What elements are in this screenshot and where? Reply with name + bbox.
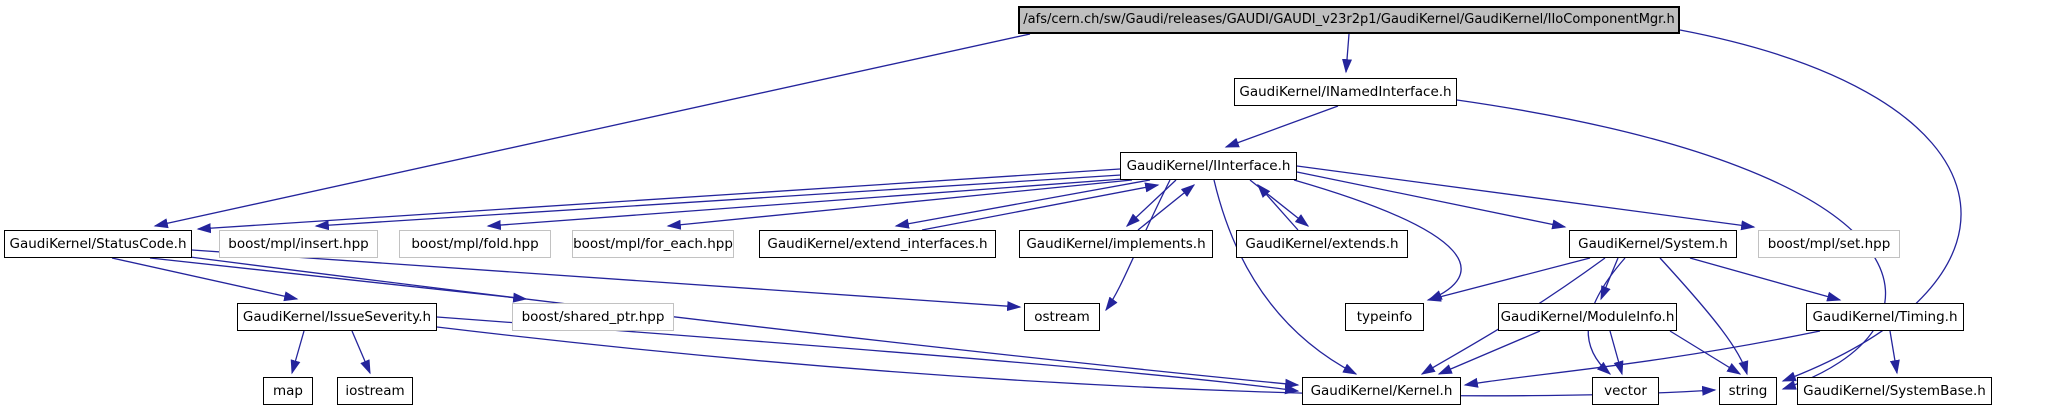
node-map[interactable]: map [263,377,313,405]
node-typeinfo[interactable]: typeinfo [1345,303,1424,331]
node-issueseverity[interactable]: GaudiKernel/IssueSeverity.h [237,303,437,331]
node-inamedinterface[interactable]: GaudiKernel/INamedInterface.h [1234,78,1457,106]
edge-implements-iinterface [1137,184,1196,231]
edge-iinterface-extends [1249,179,1310,227]
node-vector[interactable]: vector [1592,377,1659,405]
edge-extends-iinterface [1257,183,1299,231]
edge-system-typeinfo [1426,257,1591,302]
node-string[interactable]: string [1719,377,1777,405]
node-iostream[interactable]: iostream [337,377,413,405]
edge-system-kernel [1420,257,1606,375]
node-extend_interfaces[interactable]: GaudiKernel/extend_interfaces.h [759,230,996,258]
edge-inamedinterface-iinterface [1224,105,1339,148]
edge-iinterface-system [1296,171,1567,230]
edge-statuscode-issueseverity [111,257,299,302]
edge-main-string [1679,29,1962,382]
edge-iinterface-kernel [1213,179,1358,375]
node-kernel[interactable]: GaudiKernel/Kernel.h [1302,377,1461,405]
edge-extend_interfaces-iinterface [921,182,1160,231]
edge-iinterface-mpl_fold [486,178,1124,231]
edge-iinterface-mpl_for_each [666,179,1133,230]
edge-iinterface-mpl_insert [314,174,1122,231]
edge-timing-systembase [1889,330,1900,375]
edge-main-statuscode [153,33,1031,229]
edge-issueseverity-map [290,330,305,375]
node-mpl_fold[interactable]: boost/mpl/fold.hpp [399,230,551,258]
edge-statuscode-kernel [189,256,1300,389]
node-implements[interactable]: GaudiKernel/implements.h [1019,230,1213,258]
edge-system-string [1659,257,1749,376]
node-ostream[interactable]: ostream [1024,303,1100,331]
edge-iinterface-ostream [1105,179,1171,312]
edge-issueseverity-iostream [351,330,371,375]
edge-issueseverity-string [436,326,1717,397]
edge-iinterface-extend_interfaces [894,179,1151,229]
node-mpl_set[interactable]: boost/mpl/set.hpp [1758,230,1900,258]
edge-moduleinfo-kernel [1437,330,1541,375]
edge-statuscode-shared_ptr [149,257,528,303]
edge-iinterface-statuscode [196,168,1121,234]
node-moduleinfo[interactable]: GaudiKernel/ModuleInfo.h [1498,303,1677,331]
edge-iinterface-mpl_set [1296,165,1756,231]
edge-timing-kernel [1463,330,1821,388]
edge-system-timing [1689,257,1842,302]
node-shared_ptr[interactable]: boost/shared_ptr.hpp [512,303,674,331]
node-systembase[interactable]: GaudiKernel/SystemBase.h [1797,377,1992,405]
edge-statuscode-ostream [191,249,1022,312]
node-system[interactable]: GaudiKernel/System.h [1569,230,1737,258]
node-main: /afs/cern.ch/sw/Gaudi/releases/GAUDI/GAU… [1018,6,1680,34]
edge-iinterface-typeinfo [1293,179,1462,301]
edge-main-inamedinterface [1342,33,1353,74]
edge-moduleinfo-vector [1609,330,1624,376]
node-mpl_for_each[interactable]: boost/mpl/for_each.hpp [572,230,734,258]
edge-iinterface-implements [1125,179,1177,227]
edge-issueseverity-kernel [436,316,1300,395]
node-iinterface[interactable]: GaudiKernel/IInterface.h [1120,152,1297,180]
node-extends[interactable]: GaudiKernel/extends.h [1236,230,1408,258]
node-statuscode[interactable]: GaudiKernel/StatusCode.h [4,230,192,258]
node-timing[interactable]: GaudiKernel/Timing.h [1806,303,1964,331]
node-mpl_insert[interactable]: boost/mpl/insert.hpp [219,230,378,258]
